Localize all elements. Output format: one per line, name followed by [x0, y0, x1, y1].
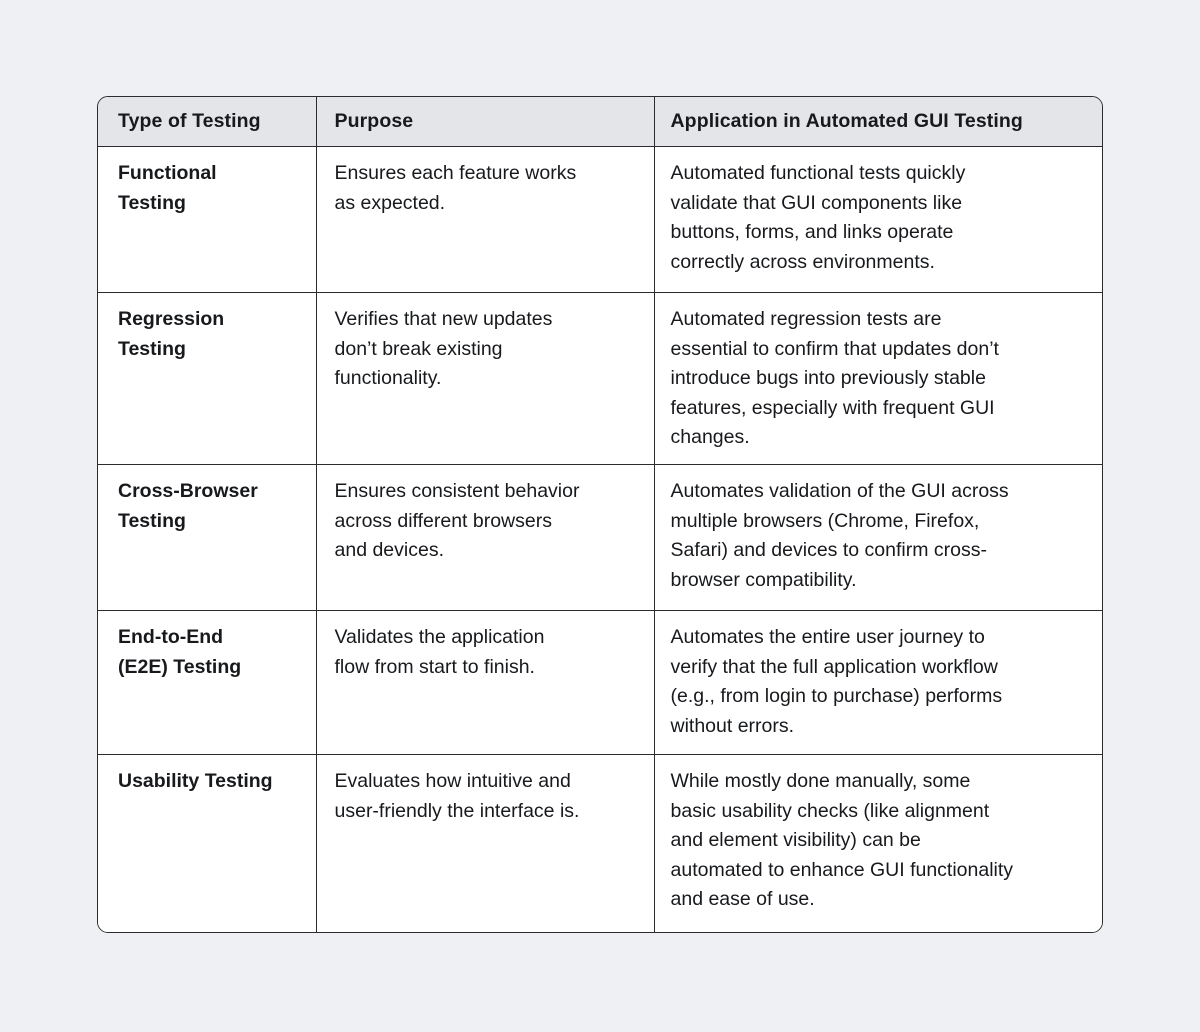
- cell-purpose: Evaluates how intuitive and user-friendl…: [316, 754, 655, 932]
- header-cell-purpose: Purpose: [316, 97, 655, 147]
- testing-types-table-card: Type of Testing Purpose Application in A…: [97, 96, 1103, 933]
- cell-application: While mostly done manually, some basic u…: [654, 754, 1102, 932]
- table-row-cross-browser-testing: Cross-Browser Testing Ensures consistent…: [98, 464, 1102, 611]
- header-cell-type-of-testing: Type of Testing: [98, 97, 317, 147]
- cell-type: End-to-End (E2E) Testing: [98, 610, 317, 755]
- cell-application: Automates validation of the GUI across m…: [654, 464, 1102, 611]
- cell-type: Functional Testing: [98, 146, 317, 293]
- cell-purpose: Validates the application flow from star…: [316, 610, 655, 755]
- table-row-end-to-end-testing: End-to-End (E2E) Testing Validates the a…: [98, 610, 1102, 755]
- cell-purpose: Verifies that new updates don’t break ex…: [316, 292, 655, 465]
- cell-type: Cross-Browser Testing: [98, 464, 317, 611]
- table-row-functional-testing: Functional Testing Ensures each feature …: [98, 146, 1102, 293]
- cell-purpose: Ensures consistent behavior across diffe…: [316, 464, 655, 611]
- testing-types-table: Type of Testing Purpose Application in A…: [98, 97, 1102, 932]
- cell-application: Automates the entire user journey to ver…: [654, 610, 1102, 755]
- cell-type: Regression Testing: [98, 292, 317, 465]
- header-cell-application: Application in Automated GUI Testing: [654, 97, 1102, 147]
- cell-application: Automated regression tests are essential…: [654, 292, 1102, 465]
- table-row-usability-testing: Usability Testing Evaluates how intuitiv…: [98, 754, 1102, 932]
- table-header-row: Type of Testing Purpose Application in A…: [98, 97, 1102, 147]
- cell-purpose: Ensures each feature works as expected.: [316, 146, 655, 293]
- cell-type: Usability Testing: [98, 754, 317, 932]
- table-row-regression-testing: Regression Testing Verifies that new upd…: [98, 292, 1102, 465]
- cell-application: Automated functional tests quickly valid…: [654, 146, 1102, 293]
